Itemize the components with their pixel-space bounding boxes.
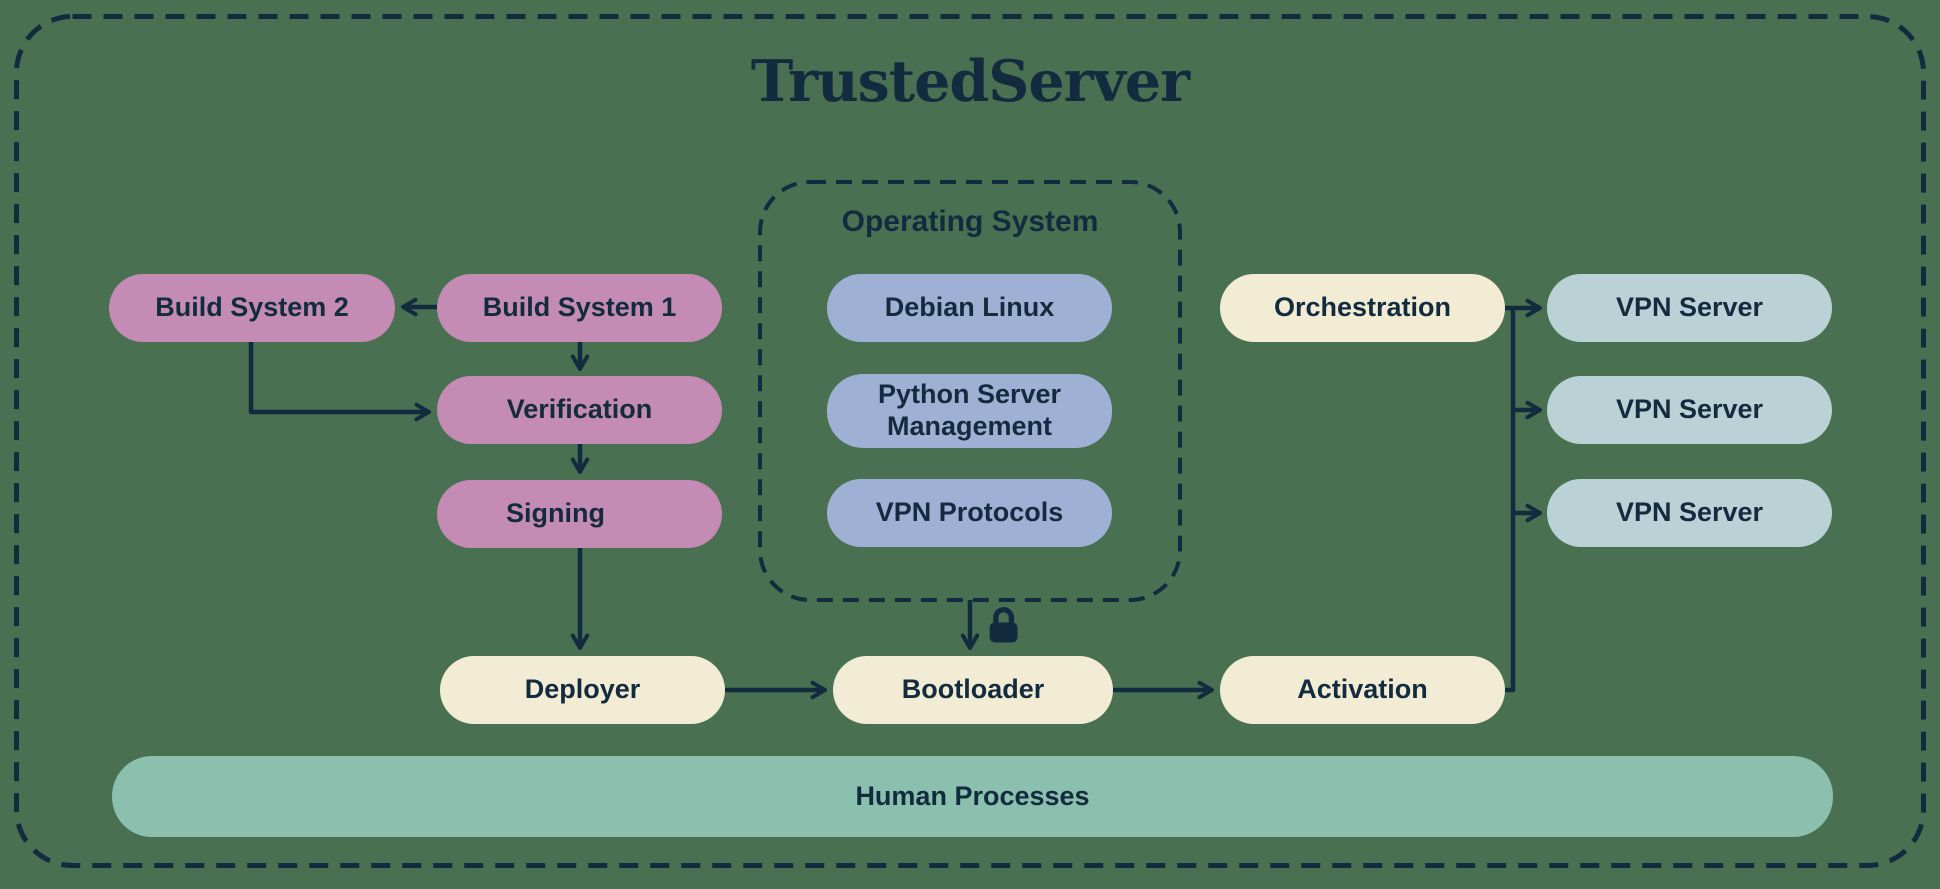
node-vpn-server-3: VPN Server — [1547, 479, 1832, 547]
outer-dashed-border — [14, 14, 1926, 868]
node-build-system-1: Build System 1 — [437, 274, 722, 342]
human-processes-bar: Human Processes — [112, 756, 1833, 837]
node-vpn-server-1: VPN Server — [1547, 274, 1832, 342]
node-vpn-server-2: VPN Server — [1547, 376, 1832, 444]
lock-icon-bootloader — [990, 610, 1018, 643]
node-verification: Verification — [437, 376, 722, 444]
arrow-build-system-2-to-verification — [248, 341, 431, 422]
node-orchestration: Orchestration — [1220, 274, 1505, 342]
diagram-title: TrustedServer — [750, 48, 1190, 115]
operating-system-group-label: Operating System — [841, 205, 1099, 238]
node-activation: Activation — [1220, 656, 1505, 724]
operating-system-group-box — [758, 180, 1182, 602]
node-build-system-2: Build System 2 — [109, 274, 395, 342]
node-vpn-protocols: VPN Protocols — [827, 479, 1112, 547]
node-signing: Signing — [437, 480, 722, 548]
node-deployer: Deployer — [440, 656, 725, 724]
trunk-activation-to-vpn-branch — [1502, 308, 1516, 693]
node-bootloader: Bootloader — [833, 656, 1113, 724]
node-debian-linux: Debian Linux — [827, 274, 1112, 342]
node-python-server-management: Python Server Management — [827, 374, 1112, 448]
